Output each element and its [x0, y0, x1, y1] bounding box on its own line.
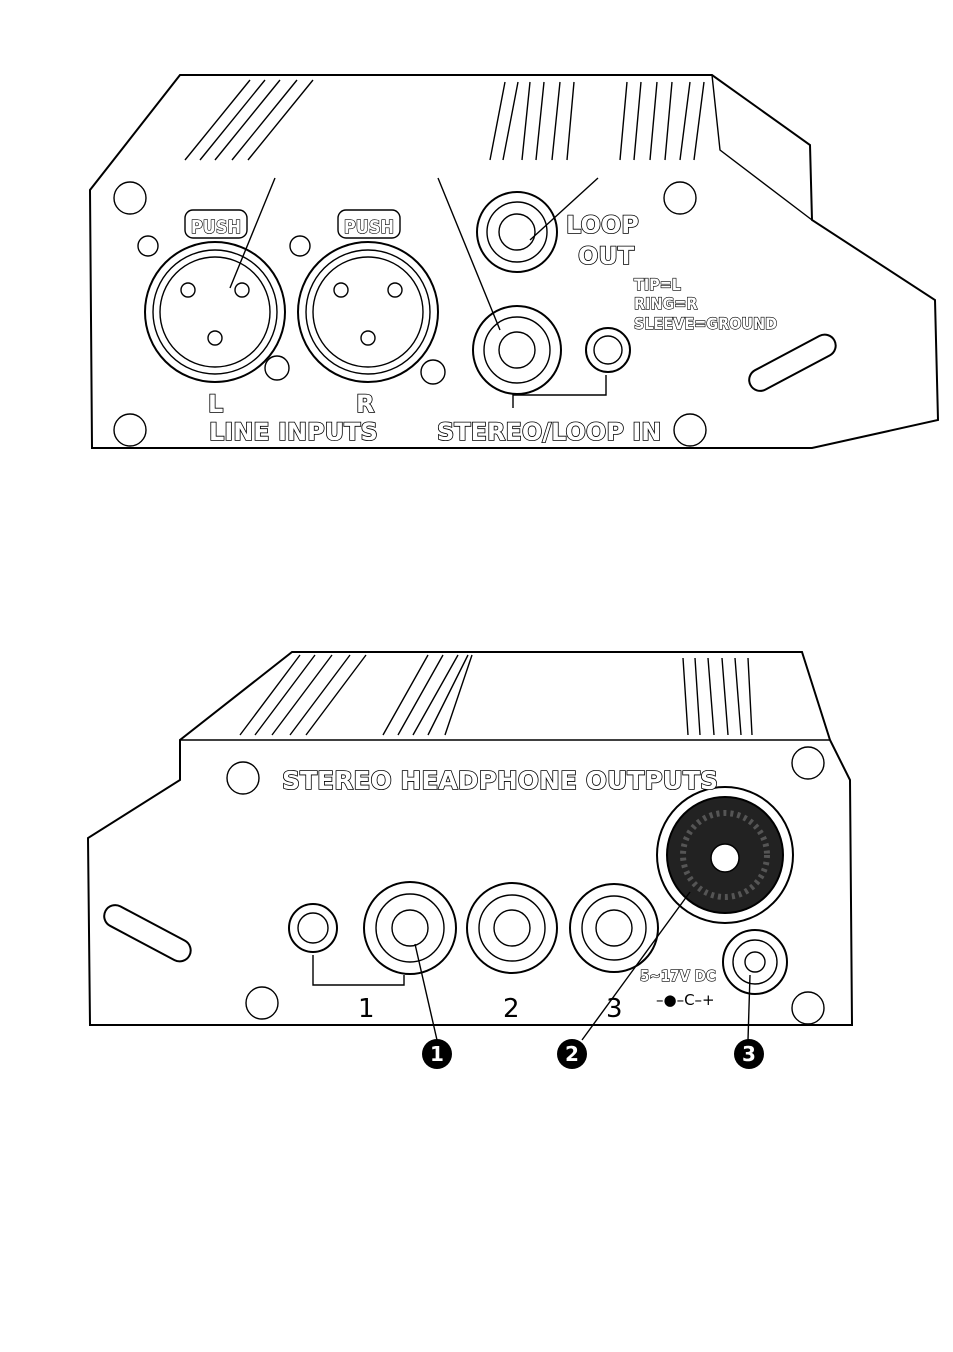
callout-1-number: 1: [430, 1042, 444, 1066]
screw-icon: [421, 360, 445, 384]
callout-3: 3: [734, 1039, 764, 1069]
leader-line: [748, 975, 750, 1040]
headphone-output-1-quarter-jack: [364, 882, 456, 974]
stereo-loop-in-quarter-jack: [473, 306, 561, 394]
line-inputs-label: LINE INPUTS: [209, 418, 378, 446]
screw-icon: [792, 747, 824, 779]
xlr-pin-icon: [235, 283, 249, 297]
wiring-sleeve-label: SLEEVE=GROUND: [634, 314, 777, 333]
loop-out-jack: [477, 192, 557, 272]
stereo-headphone-outputs-title: STEREO HEADPHONE OUTPUTS: [282, 766, 718, 795]
screw-icon: [114, 414, 146, 446]
stereo-loop-in-label: STEREO/LOOP IN: [437, 418, 661, 446]
headphone-output-1-mini-jack: [289, 904, 337, 952]
wiring-tip-label: TIP=L: [634, 275, 681, 294]
screw-icon: [114, 182, 146, 214]
screw-icon: [138, 236, 158, 256]
loop-out-label-line2: OUT: [578, 242, 635, 270]
xlr-pin-icon: [388, 283, 402, 297]
stereo-loop-in-mini-jack: [586, 328, 630, 372]
screw-icon: [664, 182, 696, 214]
xlr-pin-icon: [181, 283, 195, 297]
top-panel: PUSH PUSH LOOP OUT TIP=L RING=R: [90, 75, 938, 448]
dc-polarity-symbol: –●–C–+: [656, 991, 715, 1009]
dc-power-jack: [723, 930, 787, 994]
output-3-label: 3: [606, 994, 623, 1024]
callout-1: 1: [422, 1039, 452, 1069]
screw-icon: [265, 356, 289, 380]
headphone-output-2-jack: [467, 883, 557, 973]
stereo-loop-bracket: [513, 375, 606, 408]
power-rating-label: 5~17V DC: [640, 967, 716, 985]
output-1-label: 1: [358, 994, 375, 1024]
mounting-slot: [745, 331, 839, 395]
bottom-panel-vents: [240, 655, 752, 735]
loop-out-label-line1: LOOP: [566, 211, 639, 239]
leader-line: [582, 892, 690, 1040]
xlr-push-label-right: PUSH: [344, 217, 394, 238]
top-panel-vents: [185, 80, 704, 160]
bottom-panel: STEREO HEADPHONE OUTPUTS 1 2 3 5~17V DC …: [88, 652, 852, 1069]
top-panel-edge: [712, 75, 812, 220]
mounting-slot: [100, 901, 194, 965]
callout-2-number: 2: [565, 1042, 579, 1066]
volume-knob-icon: [657, 787, 793, 923]
screw-icon: [674, 414, 706, 446]
xlr-pin-icon: [334, 283, 348, 297]
xlr-push-label-left: PUSH: [191, 217, 241, 238]
callout-3-number: 3: [742, 1042, 756, 1066]
callout-2: 2: [557, 1039, 587, 1069]
xlr-pin-icon: [361, 331, 375, 345]
channel-left-label: L: [208, 390, 223, 418]
wiring-ring-label: RING=R: [634, 294, 697, 313]
screw-icon: [246, 987, 278, 1019]
channel-right-label: R: [356, 390, 374, 418]
screw-icon: [227, 762, 259, 794]
screw-icon: [290, 236, 310, 256]
screw-icon: [792, 992, 824, 1024]
output-2-label: 2: [503, 994, 520, 1024]
xlr-pin-icon: [208, 331, 222, 345]
headphone-output-3-jack: [570, 884, 658, 972]
